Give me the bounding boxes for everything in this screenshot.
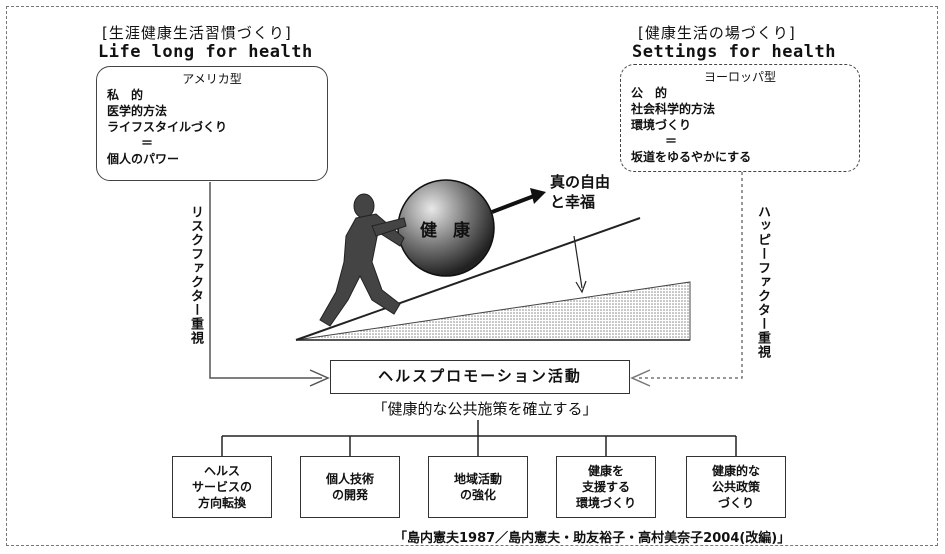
slope-arrow-head: [575, 280, 587, 294]
right-box-head: ヨーロッパ型: [703, 70, 776, 84]
right-line-2: 社会科学的方法: [631, 102, 716, 116]
left-title-jp: [生涯健康生活習慣づくり]: [102, 24, 292, 42]
action-box-2: 個人技術 の開発: [300, 456, 400, 518]
citation: 「島内憲夫1987／島内憲夫・助友裕子・高村美奈子2004(改編)」: [394, 531, 791, 546]
right-line-5: 坂道をゆるやかにする: [631, 150, 752, 164]
action-box-4: 健康を 支援する 環境づくり: [556, 456, 656, 518]
right-title-en: Settings for health: [632, 42, 836, 62]
health-promotion-box: ヘルスプロモーション活動: [330, 360, 630, 394]
person-silhouette: [319, 193, 407, 327]
right-connector: [636, 172, 743, 379]
left-line-3: ライフスタイルづくり: [107, 120, 228, 134]
freedom-arrow: [491, 194, 535, 214]
left-box: アメリカ型 私 的 医学的方法 ライフスタイルづくり ＝ 個人のパワー: [96, 66, 328, 181]
action-box-1: ヘルス サービスの 方向転換: [172, 456, 272, 518]
right-line-4: ＝: [665, 134, 678, 148]
right-title-jp: [健康生活の場づくり]: [638, 24, 796, 42]
steep-slope-line: [295, 217, 641, 341]
left-line-5: 個人のパワー: [107, 152, 180, 166]
goal-label-1: 真の自由: [550, 173, 611, 191]
left-box-head: アメリカ型: [182, 72, 242, 86]
right-box: ヨーロッパ型 公 的 社会科学的方法 環境づくり ＝ 坂道をゆるやかにする: [620, 64, 860, 172]
right-arrow-head: [630, 369, 651, 387]
left-line-2: 医学的方法: [107, 104, 168, 118]
diagram-frame: [6, 6, 938, 546]
right-line-3: 環境づくり: [631, 118, 692, 132]
left-line-1: 私 的: [107, 88, 144, 102]
slope-arrow: [573, 235, 583, 289]
left-arrow-head: [309, 369, 330, 387]
left-connector: [209, 182, 322, 379]
goal-label-2: と幸福: [550, 193, 596, 211]
right-vertical-label: ハッピーファクター重視: [755, 205, 770, 359]
policy-statement: 「健康的な公共施策を確立する」: [372, 400, 598, 418]
left-vertical-label: リスクファクター重視: [188, 205, 203, 345]
freedom-arrow-head: [530, 188, 546, 204]
left-title-en: Life long for health: [98, 42, 313, 62]
action-box-3: 地域活動 の強化: [428, 456, 528, 518]
ball-label: 健康: [420, 221, 486, 241]
action-box-5: 健康的な 公共政策 づくり: [686, 456, 786, 518]
left-line-4: ＝: [141, 136, 154, 150]
right-line-1: 公 的: [631, 86, 668, 100]
